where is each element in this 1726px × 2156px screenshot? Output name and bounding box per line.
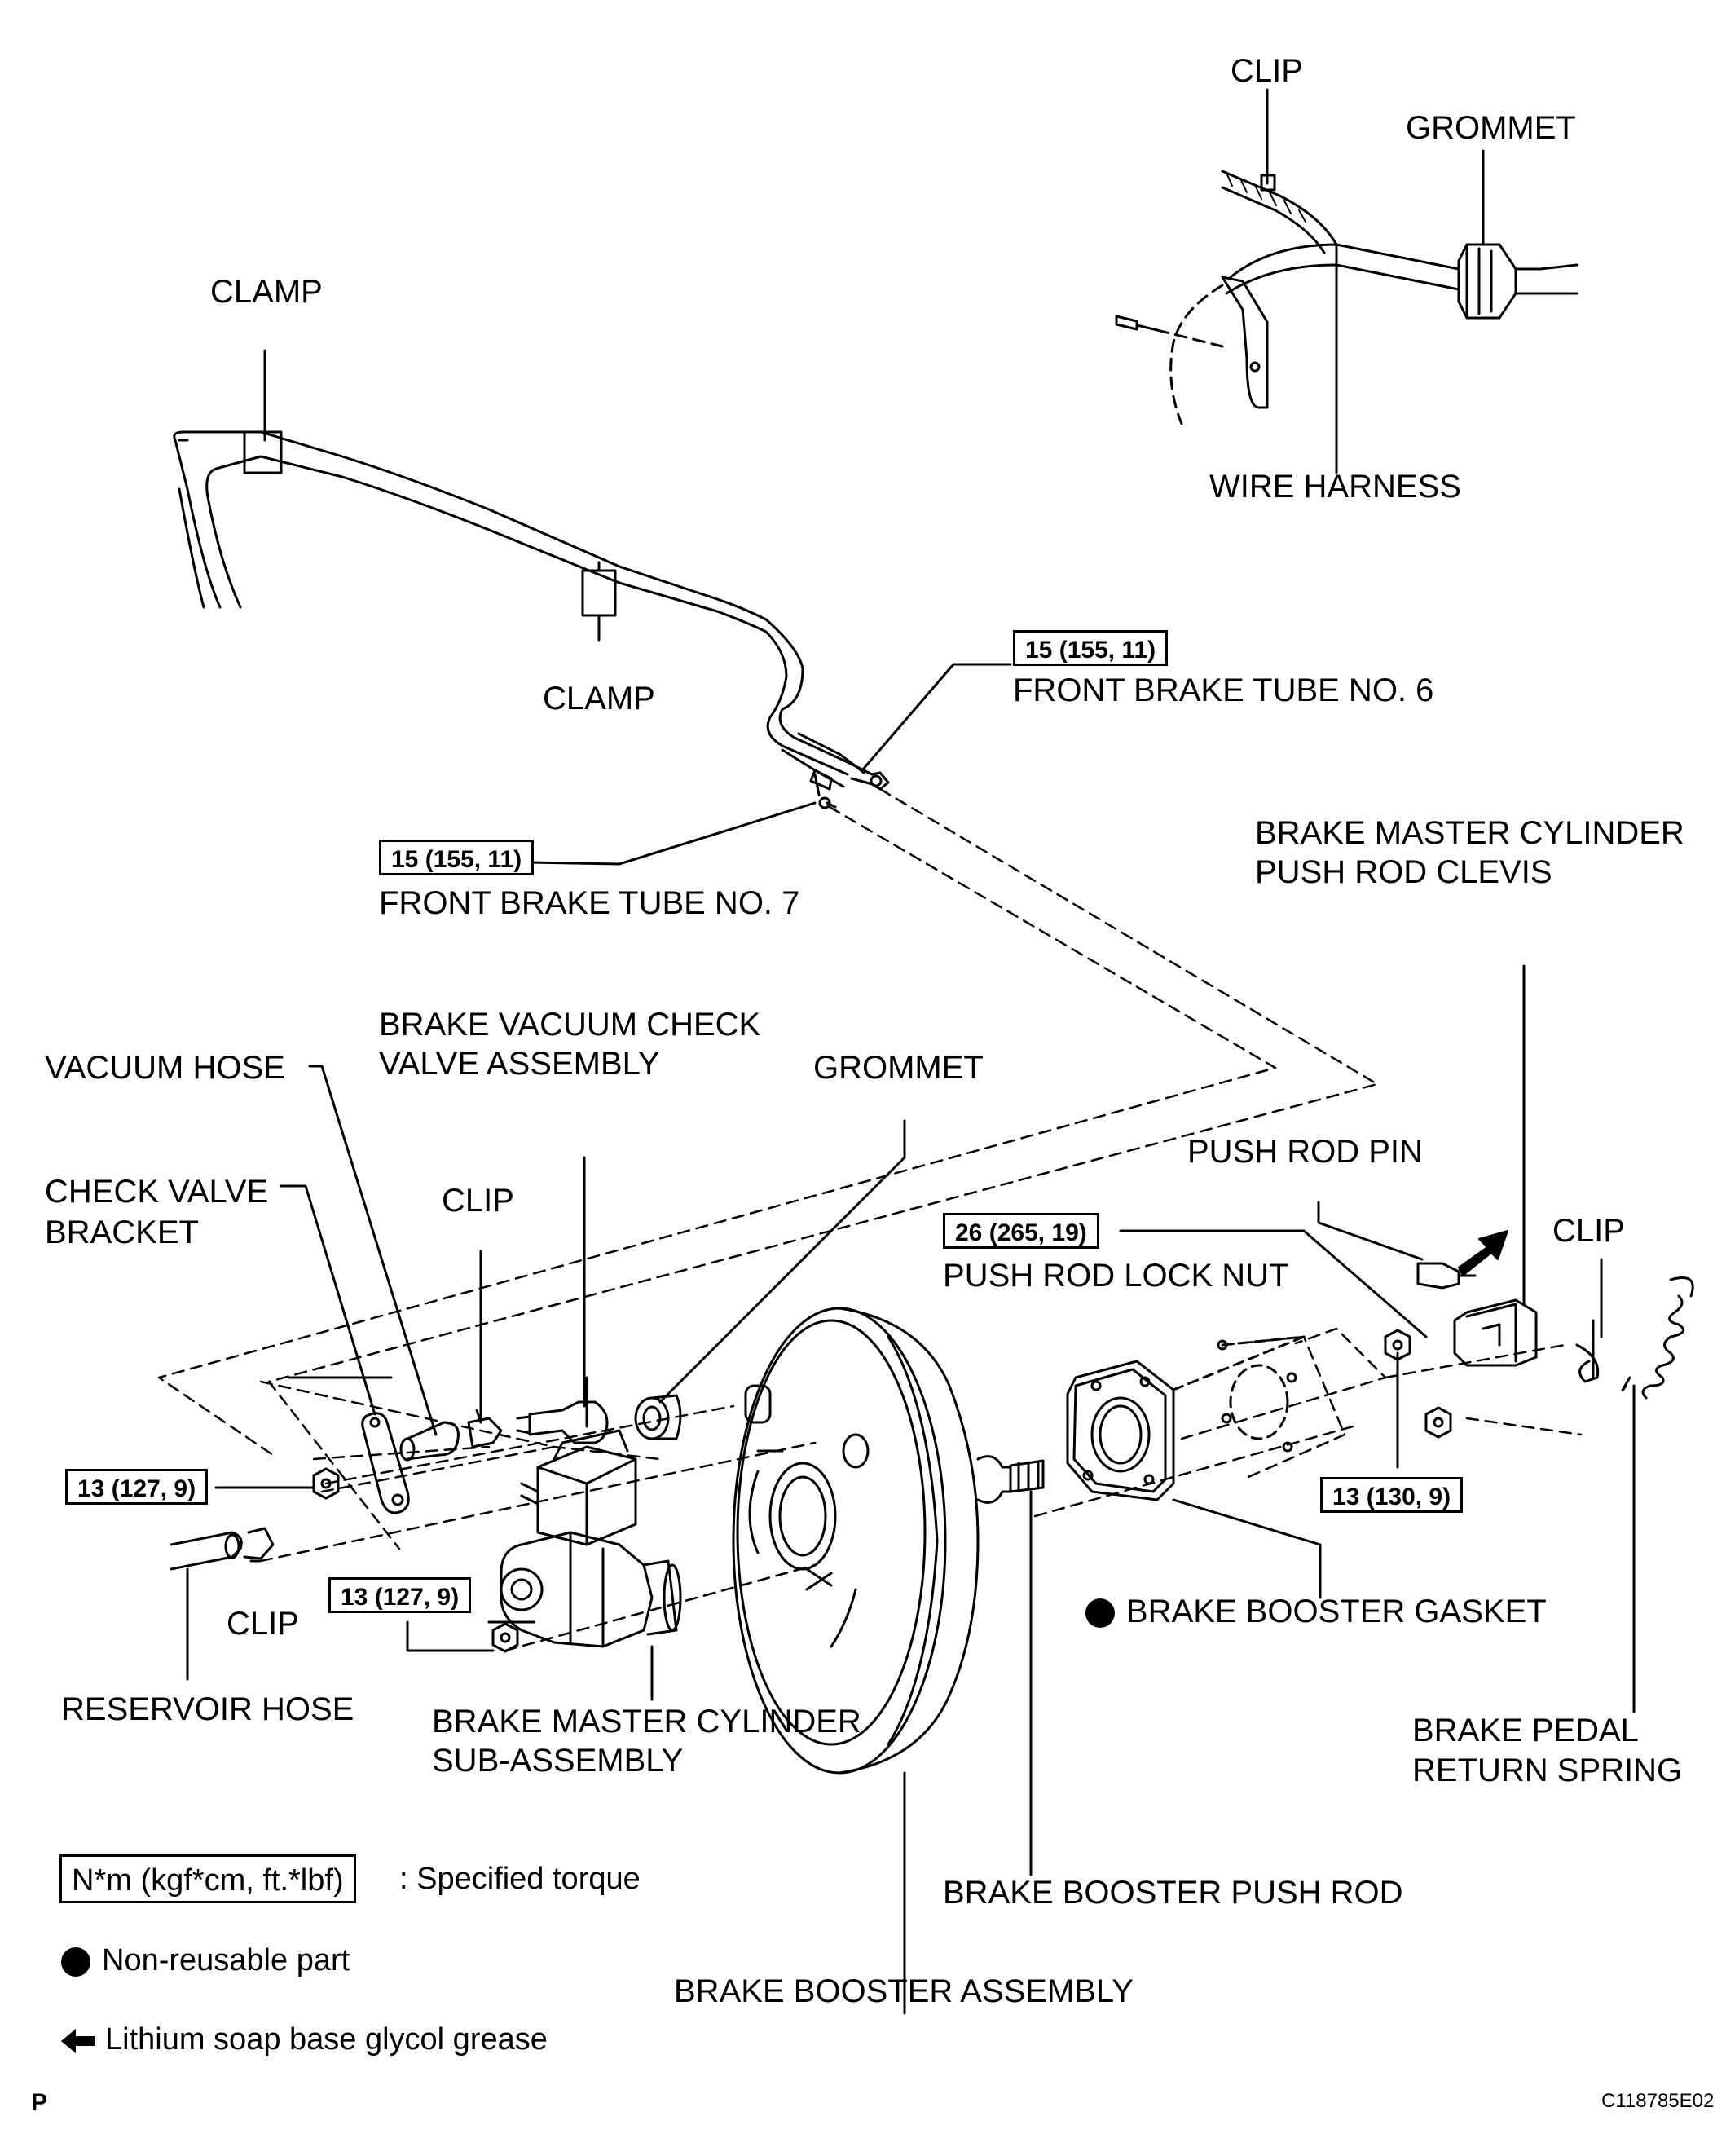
torque-tube-7: 15 (155, 11) <box>379 840 535 875</box>
label-front-brake-tube-6: FRONT BRAKE TUBE NO. 6 <box>1013 672 1434 708</box>
torque-lock-nut: 26 (265, 19) <box>943 1213 1099 1249</box>
label-reservoir-hose: RESERVOIR HOSE <box>61 1691 354 1727</box>
torque-tube-6: 15 (155, 11) <box>1013 630 1169 666</box>
label-clevis-line2: PUSH ROD CLEVIS <box>1255 854 1552 890</box>
footer-page-letter: P <box>31 2089 48 2116</box>
label-booster-assembly: BRAKE BOOSTER ASSEMBLY <box>674 1973 1134 2009</box>
grease-arrow-marker <box>1458 1230 1508 1276</box>
torque-bracket-nut: 13 (127, 9) <box>65 1469 209 1505</box>
label-return-spring-line2: RETURN SPRING <box>1412 1753 1683 1788</box>
label-clip-right: CLIP <box>1552 1213 1625 1249</box>
label-brake-booster-gasket: BRAKE BOOSTER GASKET <box>1085 1591 1547 1632</box>
label-brake-booster-gasket-text: BRAKE BOOSTER GASKET <box>1126 1594 1547 1629</box>
leader-lines <box>186 447 1636 2015</box>
label-push-rod-lock-nut: PUSH ROD LOCK NUT <box>943 1258 1289 1294</box>
torque-master-cyl-nut: 13 (127, 9) <box>328 1577 472 1613</box>
booster-gasket-drawing <box>1066 1335 1306 1501</box>
master-cylinder-drawing <box>487 1429 682 1648</box>
label-vacuum-hose: VACUUM HOSE <box>45 1050 285 1086</box>
label-master-cyl-line1: BRAKE MASTER CYLINDER <box>432 1704 861 1739</box>
non-reusable-dot-icon <box>1085 1598 1115 1629</box>
legend-grease-text: Lithium soap base glycol grease <box>105 2022 548 2057</box>
label-grommet-mid: GROMMET <box>813 1050 984 1086</box>
small-parts-drawing <box>170 1262 1694 1653</box>
torque-booster-nut: 13 (130, 9) <box>1320 1477 1464 1513</box>
label-wire-harness: WIRE HARNESS <box>1209 469 1461 505</box>
label-return-spring-line1: BRAKE PEDAL <box>1412 1713 1639 1748</box>
legend-non-reusable: Non-reusable part <box>61 1940 350 1981</box>
label-push-rod-pin: PUSH ROD PIN <box>1187 1134 1423 1170</box>
brake-tubes-drawing <box>173 349 1012 866</box>
brake-booster-drawing <box>732 1307 1045 1775</box>
legend-torque-unit-box: N*m (kgf*cm, ft.*lbf) <box>59 1854 356 1903</box>
legend-torque-desc: : Specified torque <box>399 1862 641 1896</box>
label-clamp-mid: CLAMP <box>543 681 655 716</box>
legend-non-reusable-text: Non-reusable part <box>102 1943 350 1977</box>
label-clamp-top: CLAMP <box>210 274 323 310</box>
label-clip-mid: CLIP <box>442 1183 514 1219</box>
non-reusable-dot-icon <box>61 1947 90 1977</box>
label-check-valve-line2: VALVE ASSEMBLY <box>379 1046 660 1082</box>
grease-arrow-icon <box>61 2028 95 2053</box>
footer-figure-code: C118785E02 <box>1601 2090 1715 2112</box>
legend-grease: Lithium soap base glycol grease <box>61 2019 548 2060</box>
label-front-brake-tube-7: FRONT BRAKE TUBE NO. 7 <box>379 885 800 921</box>
label-clip-top: CLIP <box>1231 53 1303 89</box>
label-clevis-line1: BRAKE MASTER CYLINDER <box>1255 815 1684 851</box>
label-master-cyl-line2: SUB-ASSEMBLY <box>432 1743 684 1779</box>
label-clip-lower: CLIP <box>227 1606 299 1642</box>
label-check-valve-bracket-line2: BRACKET <box>45 1215 199 1250</box>
label-booster-push-rod: BRAKE BOOSTER PUSH ROD <box>943 1875 1403 1911</box>
label-check-valve-line1: BRAKE VACUUM CHECK <box>379 1007 761 1043</box>
wire-harness-drawing <box>1115 88 1578 458</box>
assembly-dashed-lines <box>157 787 1583 1652</box>
label-grommet-top: GROMMET <box>1406 110 1576 146</box>
label-check-valve-bracket-line1: CHECK VALVE <box>45 1174 269 1210</box>
